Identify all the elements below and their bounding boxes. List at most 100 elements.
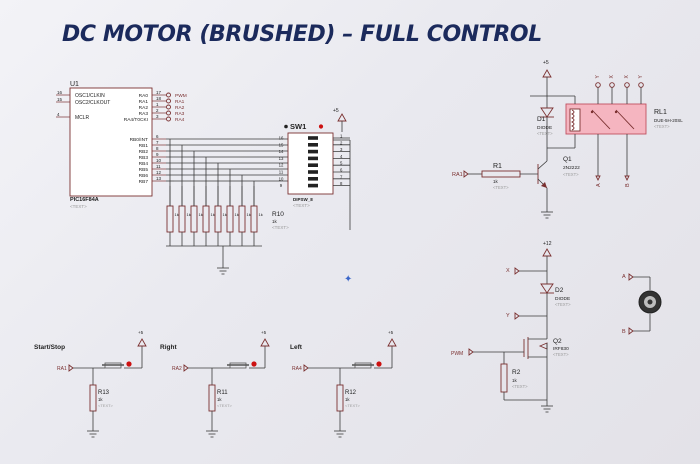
dipsw-right-pin-num: 8 (340, 181, 343, 186)
rarray-resistor-value: 1k (259, 212, 263, 217)
rarray-resistor-value: 1k (175, 212, 179, 217)
mcu-right-pin-name: RB5 (139, 167, 149, 173)
r2-ref: R2 (512, 369, 521, 376)
button-resistor-ref: R11 (217, 390, 228, 396)
pwm-driver-section[interactable]: +12 X D2 DIODE <TEXT> Y Q2 IRF830 <TEXT> (451, 241, 662, 413)
pwm-net-label: PWM (451, 351, 463, 357)
dipsw-right-pin-num: 4 (340, 154, 343, 159)
mcu-right-pin-name: RB7 (139, 179, 149, 185)
mcu-body (69, 87, 153, 197)
dipsw-lever[interactable] (308, 136, 318, 140)
button-resistor-text-tag: <TEXT> (345, 403, 361, 408)
dipsw-lever[interactable] (308, 183, 318, 188)
r1-text-tag: <TEXT> (493, 185, 509, 190)
relay-out-b: B (625, 183, 631, 187)
page-title: DC MOTOR (BRUSHED) – FULL CONTROL (62, 22, 542, 47)
rarray-resistor-value: 1k (187, 212, 191, 217)
mcu-left-pin-name: MCLR (75, 115, 90, 121)
q1-ref: Q1 (563, 156, 572, 163)
r2-text-tag: <TEXT> (512, 384, 528, 389)
mcu-left-pin-name: OSC1/CLKIN (75, 93, 105, 99)
rl1-ref: RL1 (654, 109, 667, 116)
relay-coil (569, 108, 581, 132)
relay-terminal-label: Y (638, 75, 644, 79)
dipsw-pin1-dot (284, 124, 288, 129)
button-title: Left (290, 344, 303, 351)
mcu-left-pin-num: 16 (57, 90, 63, 95)
r2-body (500, 363, 508, 393)
rarray-resistor (238, 205, 246, 233)
q2-ref: Q2 (553, 338, 562, 345)
rl1-part: DUE-5H-20SL (654, 118, 683, 123)
mcu-net-label: RA1 (175, 99, 185, 105)
dipsw-part: DIPSW_8 (293, 197, 313, 202)
mcu-u1[interactable]: U1 PIC16F84A <TEXT> 16OSC1/CLKIN15OSC2/C… (56, 81, 288, 209)
button-resistor-ref: R13 (98, 390, 110, 396)
dipsw-lever[interactable] (308, 143, 318, 147)
d1-text-tag: <TEXT> (537, 131, 553, 136)
q1-text-tag: <TEXT> (563, 172, 579, 177)
relay-driver-section[interactable]: +5 D1 DIODE <TEXT> Q1 2N2222 <TEXT> (452, 60, 683, 219)
dipsw-lever[interactable] (308, 177, 318, 181)
dipsw-indicator-dot (318, 124, 324, 129)
dipsw-left-pin-num: 10 (279, 176, 284, 181)
button-resistor-value: 1k (345, 397, 350, 402)
dipsw-lever[interactable] (308, 156, 318, 161)
mcu-net-terminal (166, 104, 171, 110)
dipsw-text-tag: <TEXT> (293, 203, 310, 208)
mcu-net-label: RA4 (175, 117, 185, 123)
dipsw-lever[interactable] (308, 170, 318, 174)
q1-part: 2N2222 (563, 165, 580, 171)
motor-term-b: B (622, 329, 626, 335)
q2-part: IRF830 (553, 346, 569, 352)
relay-terminal-pin (638, 82, 644, 88)
rarray-resistor (226, 205, 234, 233)
d1-ref: D1 (537, 116, 546, 123)
relay-contact-1 (591, 109, 611, 130)
mcu-right-pin-name: RB2 (139, 149, 149, 155)
mcu-net-terminal (166, 98, 171, 104)
q1-emitter-arrow (541, 182, 547, 188)
rarray-value: 1k (272, 219, 278, 224)
d1-part: DIODE (537, 125, 552, 131)
mcu-part: PIC16F84A (70, 197, 99, 203)
relay-terminal-label: Y (595, 75, 601, 79)
button-resistor (336, 384, 344, 412)
d2-part: DIODE (555, 296, 570, 302)
button-resistor-value: 1k (98, 397, 103, 402)
button-resistor-ref: R12 (345, 390, 357, 396)
pwm-vcc-label: +12 (543, 241, 552, 247)
rarray-text-tag: <TEXT> (272, 225, 289, 230)
relay-terminal-label: X (624, 75, 630, 79)
button-resistor-value: 1k (217, 397, 222, 402)
button-vcc-label: +5 (261, 330, 267, 335)
button-net-label: RA4 (292, 366, 302, 372)
mcu-right-pin-name: RA2 (139, 105, 149, 111)
mcu-right-pin-num: 17 (156, 90, 162, 95)
diode-d1-symbol (540, 107, 554, 118)
mcu-right-pin-num: 10 (156, 158, 162, 163)
relay-coil-winding (570, 109, 575, 131)
relay-terminal-label: X (609, 75, 615, 79)
mcu-net-label: RA3 (175, 111, 185, 117)
button-vcc-arrow (137, 338, 147, 347)
button-net-label: RA2 (172, 366, 182, 372)
motor-term-a: A (622, 274, 626, 280)
diode-d2-symbol (540, 283, 554, 294)
rarray-resistor-value: 1k (211, 212, 215, 217)
dipsw-left-pin-num: 9 (280, 183, 283, 188)
mcu-right-pin-num: 18 (156, 96, 162, 101)
rl1-text-tag: <TEXT> (654, 124, 670, 129)
dipsw-lever[interactable] (308, 149, 318, 154)
mcu-net-label: PWM (175, 93, 187, 99)
mcu-right-pin-num: 3 (156, 114, 159, 119)
button-resistor (208, 384, 216, 412)
dipsw-lever[interactable] (308, 163, 318, 167)
dipsw-right-pin-num: 2 (340, 140, 343, 145)
